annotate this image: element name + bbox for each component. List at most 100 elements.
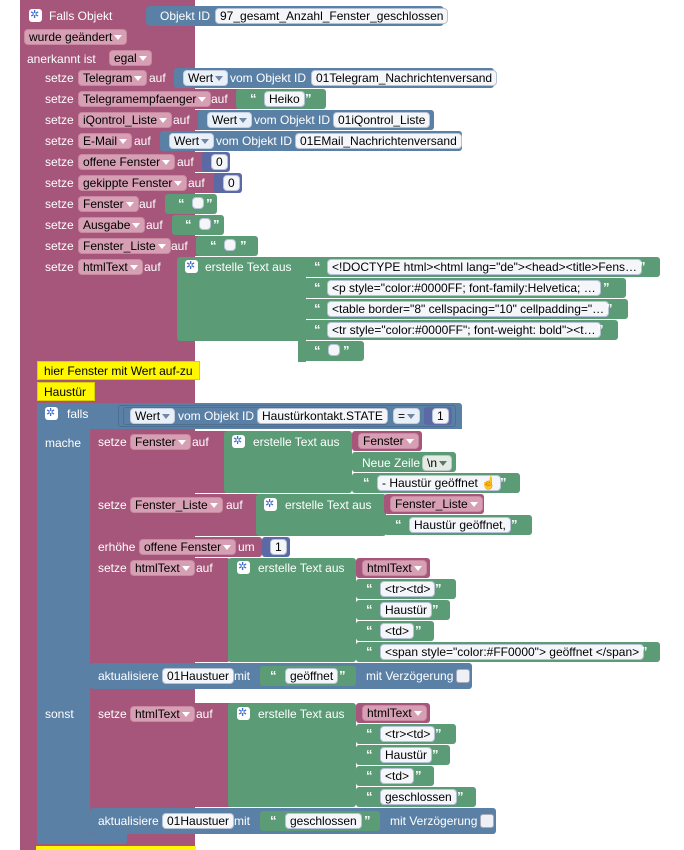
number-field[interactable]: 1 [270, 539, 287, 555]
string-field[interactable]: <table border="8" cellspacing="10" cellp… [327, 301, 610, 317]
text-block[interactable] [165, 194, 217, 214]
var-fenster[interactable]: Fenster [78, 196, 139, 212]
operator-dropdown[interactable]: = [393, 408, 421, 424]
object-id-field[interactable]: 01Telegram_Nachrichtenversand [311, 70, 498, 86]
auf-label: auf [134, 134, 151, 148]
trigger-changed-dropdown[interactable]: wurde geändert [24, 29, 128, 45]
wert-dropdown[interactable]: Wert [169, 133, 215, 149]
setze-label: setze [98, 707, 127, 721]
setze-label: setze [45, 176, 74, 190]
comment-block[interactable] [37, 361, 200, 380]
string-field[interactable]: geschlossen [285, 813, 362, 829]
var-telegramempfaenger[interactable]: Telegramempfaenger [78, 91, 212, 107]
string-field[interactable]: <p style="color:#0000FF; font-family:Hel… [327, 280, 601, 296]
string-field[interactable]: <tr><td> [380, 581, 436, 597]
open-quote-icon: “ [366, 768, 373, 783]
auf-label: auf [173, 113, 190, 127]
var-htmltext[interactable]: htmlText [78, 259, 143, 275]
string-field[interactable]: Heiko [264, 91, 305, 107]
comment-block[interactable] [37, 382, 95, 401]
comment-text: hier Fenster mit Wert auf-zu [44, 364, 193, 378]
open-quote-icon: “ [366, 747, 373, 762]
object-id-field[interactable]: 01iQontrol_Liste [333, 112, 431, 128]
string-field[interactable]: <tr><td> [380, 726, 436, 742]
wert-dropdown[interactable]: Wert [130, 408, 176, 424]
mit-label: mit [234, 669, 250, 683]
auf-label: auf [149, 71, 166, 85]
gear-icon[interactable] [237, 706, 250, 720]
aktualisiere-label: aktualisiere [98, 669, 159, 683]
var-fenster-liste[interactable]: Fenster_Liste [130, 497, 223, 513]
var-fenster[interactable]: Fenster [358, 433, 419, 449]
string-field[interactable]: <td> [380, 768, 415, 784]
close-quote-icon: ” [641, 644, 648, 659]
string-field[interactable]: <!DOCTYPE html><html lang="de"><head><ti… [327, 259, 643, 275]
gear-icon[interactable] [237, 560, 250, 574]
close-quote-icon: ” [339, 668, 346, 683]
var-telegram[interactable]: Telegram [78, 70, 148, 86]
var-htmltext[interactable]: htmlText [130, 706, 195, 722]
var-fenster-liste[interactable]: Fenster_Liste [390, 496, 483, 512]
var-gekippte-fenster[interactable]: gekippte Fenster [78, 175, 188, 191]
string-field[interactable]: Haustür [380, 747, 433, 763]
object-id-field[interactable]: 01Haustuer [162, 813, 235, 829]
trigger-header[interactable] [20, 5, 150, 27]
var-email[interactable]: E-Mail [78, 133, 133, 149]
gear-icon[interactable] [232, 434, 245, 448]
var-ausgabe[interactable]: Ausgabe [78, 217, 146, 233]
empty-string-field[interactable] [199, 218, 211, 230]
close-quote-icon: ” [343, 343, 350, 358]
empty-string-field[interactable] [328, 344, 340, 356]
create-text-block[interactable] [256, 494, 386, 536]
string-field[interactable]: <td> [380, 623, 415, 639]
open-quote-icon: “ [366, 602, 373, 617]
string-field[interactable]: - Haustür geöffnet ☝ [377, 475, 502, 491]
var-fenster[interactable]: Fenster [130, 434, 191, 450]
gear-icon[interactable] [264, 497, 277, 511]
auf-label: auf [196, 561, 213, 575]
object-id-field[interactable]: 01Haustuer [162, 668, 235, 684]
var-fenster-liste[interactable]: Fenster_Liste [78, 238, 171, 254]
number-field[interactable]: 1 [432, 408, 449, 424]
sonst-label: sonst [45, 707, 74, 721]
delay-checkbox[interactable] [480, 814, 494, 828]
object-id-field[interactable]: Haustürkontakt.STATE [257, 408, 388, 424]
create-text-label: erstelle Text aus [258, 561, 345, 575]
empty-string-field[interactable] [192, 197, 204, 209]
create-text-block[interactable] [228, 703, 356, 807]
string-field[interactable]: geöffnet [285, 668, 339, 684]
var-htmltext[interactable]: htmlText [362, 705, 427, 721]
wert-dropdown[interactable]: Wert [183, 70, 229, 86]
string-field[interactable]: <tr style="color:#0000FF"; font-weight: … [327, 322, 601, 338]
string-field[interactable]: Haustür [380, 602, 433, 618]
open-quote-icon: “ [363, 475, 370, 490]
create-text-block[interactable] [228, 558, 356, 662]
number-field[interactable]: 0 [223, 175, 240, 191]
auf-label: auf [192, 435, 209, 449]
anerkannt-dropdown[interactable]: egal [109, 50, 152, 66]
string-field[interactable]: <span style="color:#FF0000"> geöffnet </… [380, 644, 645, 660]
gear-icon[interactable] [29, 8, 42, 22]
var-iqontrol-liste[interactable]: iQontrol_Liste [78, 112, 173, 128]
create-text-block[interactable] [224, 431, 352, 493]
newline-dropdown[interactable]: \n [422, 455, 453, 471]
var-offene-fenster[interactable]: offene Fenster [78, 154, 176, 170]
gear-icon[interactable] [185, 259, 198, 273]
delay-checkbox[interactable] [456, 669, 470, 683]
empty-string-field[interactable] [224, 239, 236, 251]
trigger-object-id-field[interactable]: 97_gesamt_Anzahl_Fenster_geschlossen [215, 8, 449, 24]
var-htmltext[interactable]: htmlText [362, 560, 427, 576]
var-offene-fenster[interactable]: offene Fenster [139, 539, 237, 555]
string-field[interactable]: Haustür geöffnet, [409, 517, 511, 533]
close-quote-icon: ” [432, 747, 439, 762]
var-htmltext[interactable]: htmlText [130, 560, 195, 576]
object-id-field[interactable]: 01EMail_Nachrichtenversand [295, 133, 462, 149]
text-block[interactable] [172, 215, 224, 235]
setze-label: setze [45, 71, 74, 85]
gear-icon[interactable] [45, 406, 58, 420]
setze-label: setze [98, 561, 127, 575]
string-field[interactable]: geschlossen [380, 789, 457, 805]
trigger-bottom-comment [36, 846, 196, 850]
wert-dropdown[interactable]: Wert [207, 112, 253, 128]
number-field[interactable]: 0 [211, 154, 228, 170]
